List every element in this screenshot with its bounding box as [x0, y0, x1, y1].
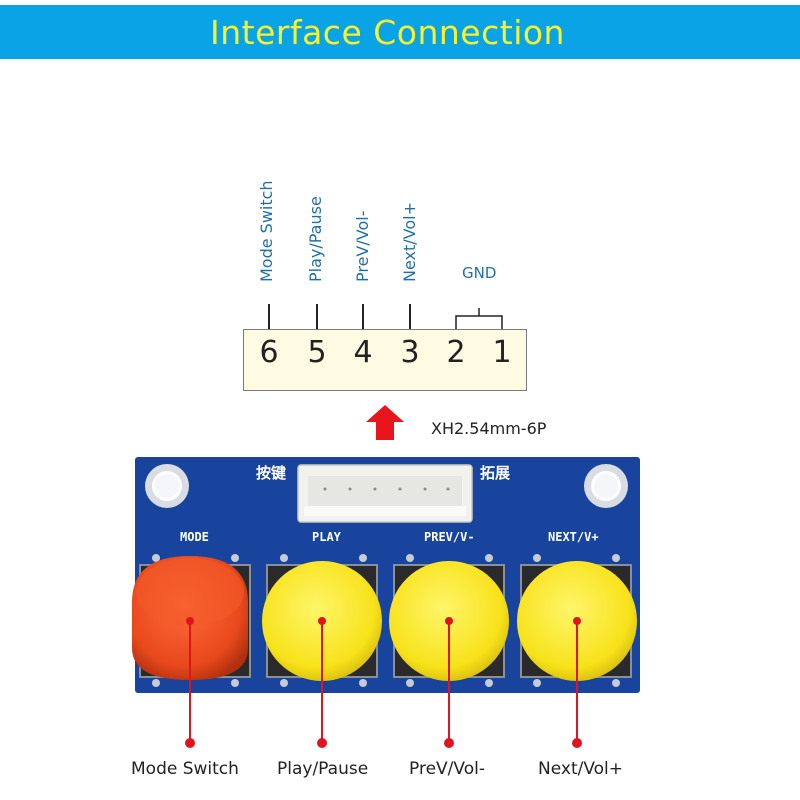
- page-title: Interface Connection: [210, 12, 565, 52]
- pin-number-6: 6: [259, 335, 279, 370]
- caption-mode-switch: Mode Switch: [131, 759, 239, 779]
- gnd-label: GND: [462, 264, 497, 282]
- silk-mode: MODE: [180, 530, 209, 544]
- pin-tick-3: [409, 304, 411, 330]
- silk-next: NEXT/V+: [548, 530, 599, 544]
- gnd-bracket: [455, 308, 503, 330]
- pointer-lines: [185, 617, 582, 748]
- caption-play-pause: Play/Pause: [277, 759, 369, 779]
- pin-tick-4: [362, 304, 364, 330]
- pin-number-5: 5: [307, 335, 327, 370]
- caption-next-vol: Next/Vol+: [538, 759, 624, 779]
- mounting-hole-left: [145, 464, 189, 508]
- connector-diagram: [243, 329, 527, 391]
- arrow-up-icon: [366, 405, 404, 440]
- silk-label-right: 拓展: [480, 464, 511, 482]
- header-banner: Interface Connection: [0, 5, 800, 59]
- pin-tick-6: [268, 304, 270, 330]
- silk-play: PLAY: [312, 530, 341, 544]
- pin-number-3: 3: [400, 335, 420, 370]
- pin-number-1: 1: [492, 335, 512, 370]
- silk-prev: PREV/V-: [424, 530, 475, 544]
- mounting-hole-right: [584, 464, 628, 508]
- pin-tick-5: [316, 304, 318, 330]
- xh-connector: [297, 464, 473, 523]
- connector-type-label: XH2.54mm-6P: [431, 419, 547, 438]
- silk-label-left: 按键: [256, 464, 287, 482]
- pin-number-4: 4: [353, 335, 373, 370]
- caption-prev-vol: PreV/Vol-: [409, 759, 485, 779]
- pin-number-2: 2: [446, 335, 466, 370]
